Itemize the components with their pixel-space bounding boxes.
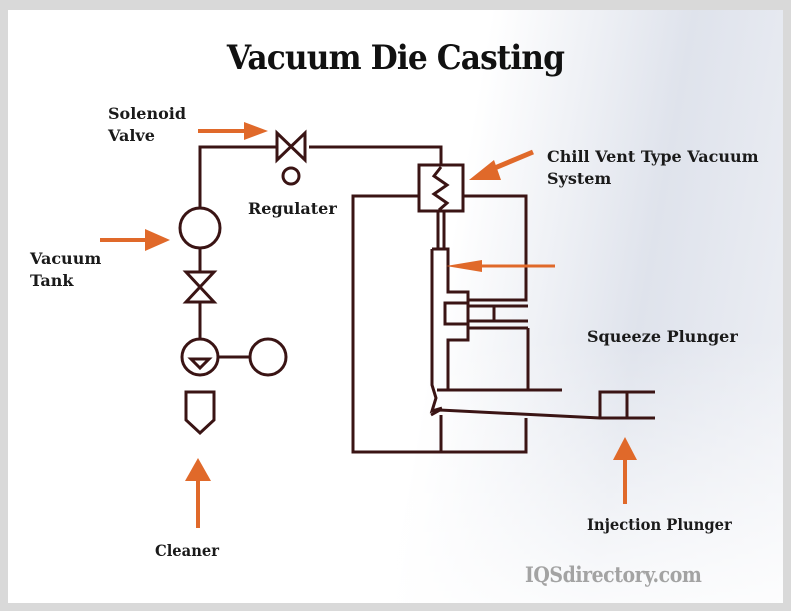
arrow-mold-cavity <box>446 260 555 272</box>
die-frame-right <box>463 194 528 302</box>
die-frame-left <box>351 194 441 454</box>
vent-channel <box>436 211 446 249</box>
squeeze-rod <box>468 304 528 330</box>
label-vacuum-tank: Vacuum Tank <box>30 248 101 292</box>
squeeze-block <box>443 301 470 326</box>
vacuum-tank-symbol <box>178 206 222 250</box>
diagram-title: Vacuum Die Casting <box>226 38 565 78</box>
lower-valve-symbol <box>182 270 218 304</box>
pipe-left-vertical <box>198 145 277 208</box>
label-solenoid-valve-line2: Valve <box>108 126 155 145</box>
watermark: IQSdirectory.com <box>525 562 702 587</box>
arrow-vacuum-tank <box>100 229 170 251</box>
label-chill-vent-line1: Chill Vent Type Vacuum <box>547 147 759 166</box>
label-chill-vent-line2: System <box>547 169 612 188</box>
label-cleaner: Cleaner <box>155 541 220 560</box>
arrow-injection-plunger <box>613 437 637 504</box>
die-lower-right <box>448 328 562 392</box>
arrow-cleaner <box>185 458 211 528</box>
diagram-frame <box>8 10 783 603</box>
chill-vent-zigzag <box>431 166 450 212</box>
label-squeeze-plunger: Squeeze Plunger <box>587 327 738 346</box>
cleaner-symbol <box>184 390 216 436</box>
regulator-symbol <box>281 166 301 186</box>
shot-sleeve <box>430 390 655 420</box>
mold-cavity <box>432 247 470 392</box>
label-injection-plunger: Injection Plunger <box>587 515 732 534</box>
solenoid-valve-symbol <box>275 129 307 164</box>
aux-circle <box>248 337 288 377</box>
mold-inner-left <box>429 249 443 414</box>
arrow-chill-vent <box>469 149 534 180</box>
label-regulator: Regulater <box>248 199 337 218</box>
label-solenoid-valve: Solenoid Valve <box>108 103 186 147</box>
label-vacuum-tank-line2: Tank <box>30 271 74 290</box>
pump-triangle <box>187 357 213 371</box>
chill-vent-box <box>417 163 465 213</box>
die-bottom-block <box>439 415 528 454</box>
arrow-solenoid-valve <box>198 122 268 140</box>
label-chill-vent-system: Chill Vent Type Vacuum System <box>547 146 759 190</box>
pipe-top <box>309 145 443 165</box>
label-solenoid-valve-line1: Solenoid <box>108 104 187 123</box>
label-vacuum-tank-line1: Vacuum <box>30 249 102 268</box>
